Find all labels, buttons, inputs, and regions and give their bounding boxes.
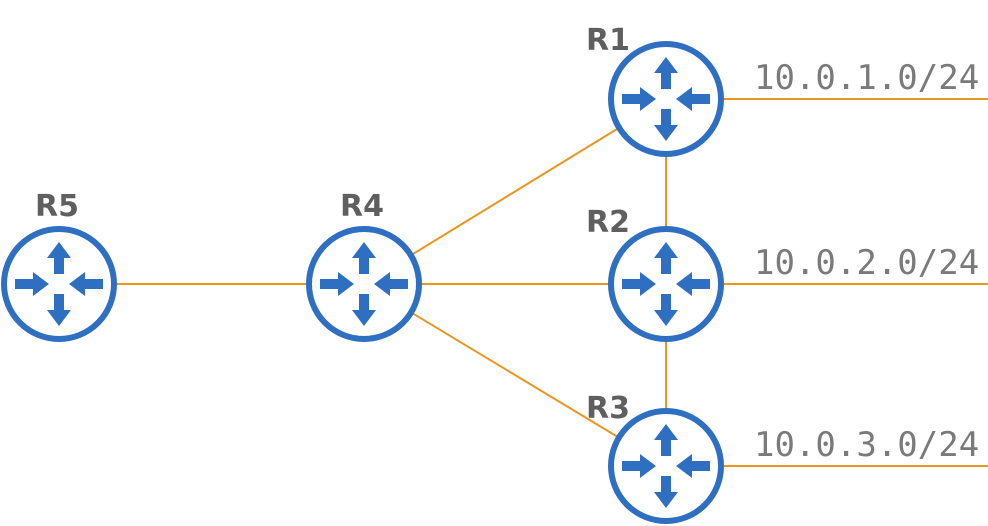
router-label-r4: R4 [340, 189, 384, 224]
router-r2-router-icon [608, 226, 724, 342]
subnet-label-r2: 10.0.2.0/24 [754, 243, 979, 283]
router-r1-router-icon [608, 41, 724, 157]
link-r4-r1 [363, 98, 667, 285]
router-label-r2: R2 [586, 205, 630, 240]
subnets-layer: 10.0.1.0/24 10.0.2.0/24 10.0.3.0/24 [721, 58, 988, 467]
subnet-label-r1: 10.0.1.0/24 [754, 58, 979, 98]
router-r5-router-icon [1, 226, 117, 342]
router-label-r1: R1 [586, 23, 630, 58]
subnet-label-r3: 10.0.3.0/24 [754, 425, 979, 465]
router-label-r5: R5 [35, 189, 79, 224]
router-r4-router-icon [306, 226, 422, 342]
link-r4-r3 [363, 283, 667, 467]
router-r3-router-icon [608, 408, 724, 524]
router-label-r3: R3 [586, 391, 630, 426]
